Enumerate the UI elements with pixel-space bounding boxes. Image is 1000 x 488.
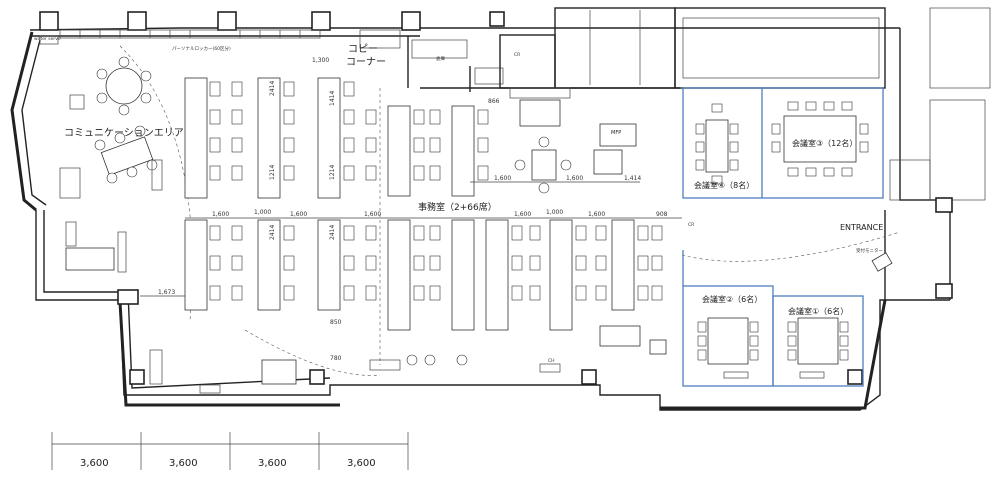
room-labels: コミュニケーションエリア コピー コーナー 事務室（2+66席） 会議室④（8名… xyxy=(34,36,883,364)
top-cabinets xyxy=(39,29,468,59)
entrance-label: ENTRANCE xyxy=(840,223,883,232)
office-desks-lower xyxy=(184,219,663,331)
desk-depth-2: 1214 xyxy=(269,165,276,180)
columns xyxy=(39,11,953,385)
dim-mid-3: 1,600 xyxy=(290,211,307,218)
cr-mid-label: CR xyxy=(688,222,694,228)
circulation-arc xyxy=(119,45,193,321)
desk-depth-6: 2414 xyxy=(329,225,336,240)
dim-mid-8: 908 xyxy=(656,211,668,218)
meeting4-label: 会議室④（8名） xyxy=(694,180,754,190)
dimension-lines: 1,600 1,600 1,414 1,600 1,000 1,600 1,60… xyxy=(140,57,682,362)
communication-area-furniture xyxy=(59,56,163,273)
locker-label: パーソナルロッカー(60区分) xyxy=(172,45,231,52)
dim-mid-2: 1,000 xyxy=(254,209,271,216)
office-desks-upper xyxy=(184,77,489,199)
copy-corner-label-2: コーナー xyxy=(346,56,386,68)
desk-depth-3: 1214 xyxy=(329,165,336,180)
dim-850: 850 xyxy=(330,319,342,326)
scale-span-2: 3,600 xyxy=(169,458,198,469)
scale-bar: 3,600 3,600 3,600 3,600 xyxy=(51,432,409,470)
meeting-rooms xyxy=(682,87,893,387)
mfp-label: MFP xyxy=(611,130,621,136)
meeting3-label: 会議室③（12名） xyxy=(792,138,857,148)
dim-top-2: 1,600 xyxy=(566,175,583,182)
desk-depth-4: 1414 xyxy=(329,91,336,106)
desk-depth-5: 2414 xyxy=(269,225,276,240)
storage-label: 倉庫 xyxy=(436,55,445,62)
reception-label: 受付モニター xyxy=(856,247,883,254)
dim-1300: 1,300 xyxy=(312,57,329,64)
entrance-arc xyxy=(681,231,901,262)
dim-780: 780 xyxy=(330,355,342,362)
dim-mid-7: 1,600 xyxy=(588,211,605,218)
water-server-label: water serve xyxy=(34,36,61,42)
dim-mid-4: 1,600 xyxy=(364,211,381,218)
office-label: 事務室（2+66席） xyxy=(418,201,497,213)
dim-mid-6: 1,000 xyxy=(546,209,563,216)
dim-top-1: 1,600 xyxy=(494,175,511,182)
scale-span-4: 3,600 xyxy=(347,458,376,469)
dim-866: 866 xyxy=(488,98,500,105)
dim-mid-5: 1,600 xyxy=(514,211,531,218)
dim-top-3: 1,414 xyxy=(624,175,641,182)
communication-area-label: コミュニケーションエリア xyxy=(64,127,184,139)
dim-mid-1: 1,600 xyxy=(212,211,229,218)
scale-span-3: 3,600 xyxy=(258,458,287,469)
copy-corner-label: コピー xyxy=(348,43,378,55)
middle-fixtures xyxy=(149,87,667,394)
ch-label: CH xyxy=(548,358,555,364)
scale-span-1: 3,600 xyxy=(80,458,109,469)
meeting2-label: 会議室②（6名） xyxy=(702,294,762,304)
cr-top-label: CR xyxy=(514,52,520,58)
desk-depth-1: 2414 xyxy=(269,81,276,96)
meeting1-label: 会議室①（6名） xyxy=(788,306,848,316)
dim-left: 1,673 xyxy=(158,289,175,296)
